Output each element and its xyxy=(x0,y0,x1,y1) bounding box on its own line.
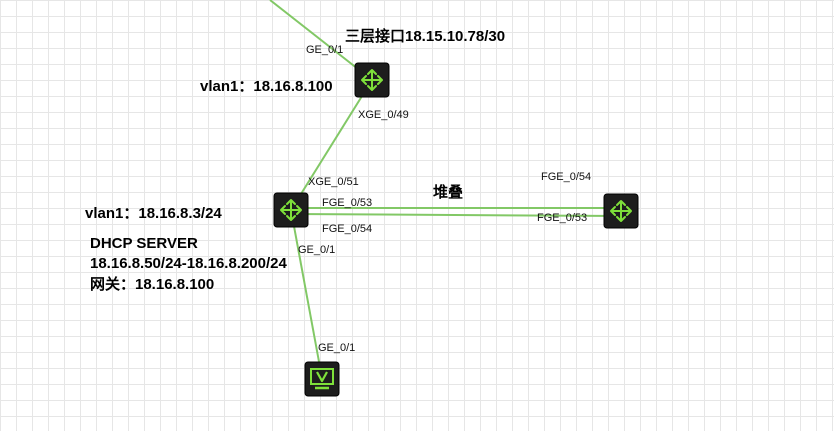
stack-switch[interactable] xyxy=(603,193,639,229)
access-switch[interactable] xyxy=(273,192,309,228)
port-access-fge54: FGE_0/54 xyxy=(322,223,372,235)
port-access-down: GE_0/1 xyxy=(298,244,335,256)
link-stack-fge54 xyxy=(290,213,622,217)
dhcp-range-label: 18.16.8.50/24-18.16.8.200/24 xyxy=(90,255,287,272)
port-access-up: XGE_0/51 xyxy=(308,176,359,188)
dhcp-title-label: DHCP SERVER xyxy=(90,235,198,252)
router-arrows-icon xyxy=(361,69,383,91)
stack-label: 堆叠 xyxy=(433,183,463,201)
port-terminal-up: GE_0/1 xyxy=(318,342,355,354)
core-switch[interactable] xyxy=(354,62,390,98)
router-arrows-icon xyxy=(280,199,302,221)
terminal-device[interactable] xyxy=(304,361,340,397)
monitor-v-icon xyxy=(310,368,334,390)
router-arrows-icon xyxy=(610,200,632,222)
port-stack-fge54: FGE_0/54 xyxy=(541,171,591,183)
port-core-down: XGE_0/49 xyxy=(358,109,409,121)
port-core-up: GE_0/1 xyxy=(306,44,343,56)
core-l3-interface-label: 三层接口18.15.10.78/30 xyxy=(345,27,505,45)
link-access-terminal xyxy=(290,209,323,379)
port-access-fge53: FGE_0/53 xyxy=(322,197,372,209)
access-vlan1-label: vlan1：18.16.8.3/24 xyxy=(85,205,222,222)
port-stack-fge53: FGE_0/53 xyxy=(537,212,587,224)
core-vlan1-label: vlan1：18.16.8.100 xyxy=(200,78,333,95)
link-core-access xyxy=(290,79,373,211)
dhcp-gateway-label: 网关：18.16.8.100 xyxy=(90,275,214,293)
